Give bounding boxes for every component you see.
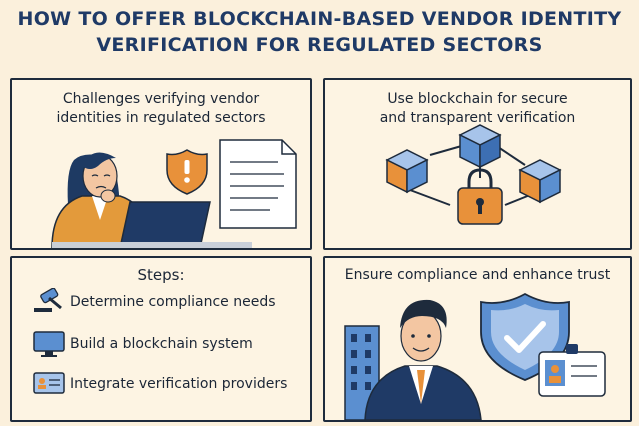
id-badge-icon — [538, 344, 606, 397]
blockchain-cubes-illustration — [385, 124, 562, 225]
steps-panel: Steps: Determine compliance needs Build … — [10, 256, 312, 422]
cube-right — [518, 159, 562, 204]
title-line-1: HOW TO OFFER BLOCKCHAIN-BASED VENDOR IDE… — [17, 8, 622, 30]
challenges-caption: Challenges verifying vendor identities i… — [22, 90, 300, 128]
cube-left — [385, 149, 429, 194]
steps-heading: Steps: — [137, 266, 185, 284]
businessman-illustration — [344, 292, 606, 420]
blockchain-line-1: Use blockchain for secure — [387, 91, 568, 107]
padlock-icon — [457, 168, 503, 225]
trust-caption: Ensure compliance and enhance trust — [344, 267, 611, 283]
step-3-label: Integrate verification providers — [70, 376, 288, 392]
blockchain-line-2: and transparent verification — [379, 110, 576, 126]
challenges-line-2: identities in regulated sectors — [56, 110, 266, 126]
id-card-icon — [33, 372, 65, 394]
trust-panel: Ensure compliance and enhance trust — [323, 256, 632, 422]
worried-woman-illustration — [51, 139, 297, 248]
page-title: HOW TO OFFER BLOCKCHAIN-BASED VENDOR IDE… — [0, 6, 639, 58]
blockchain-panel: Use blockchain for secure and transparen… — [323, 78, 632, 250]
title-line-2: VERIFICATION FOR REGULATED SECTORS — [96, 34, 543, 56]
blockchain-caption: Use blockchain for secure and transparen… — [335, 90, 620, 128]
step-2-label: Build a blockchain system — [70, 336, 253, 352]
cube-top — [458, 124, 502, 169]
monitor-icon — [33, 331, 65, 357]
step-1-label: Determine compliance needs — [70, 294, 276, 310]
challenges-panel: Challenges verifying vendor identities i… — [10, 78, 312, 250]
gavel-icon — [34, 288, 62, 312]
challenges-line-1: Challenges verifying vendor — [62, 91, 260, 107]
